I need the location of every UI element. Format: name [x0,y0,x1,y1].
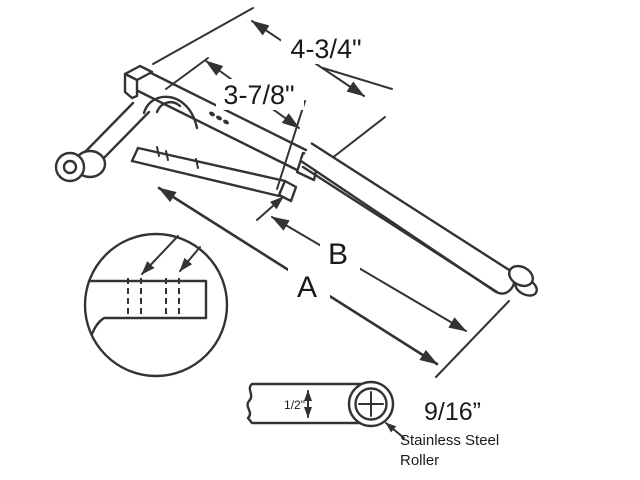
roller-leader-arrow [385,422,405,439]
rail-bottom-edge [126,84,303,174]
extension-line-left-long [152,7,254,65]
crank-shaft-upper-line [84,101,135,153]
gear-housing-inner-line [155,100,182,114]
bracket-left-edge [130,146,140,163]
label-mask [281,33,373,64]
rail-left-block-side [123,72,139,100]
crank-knob-inner [62,159,78,175]
detail-circle [83,232,229,378]
slot-pointer-arrow [179,246,201,272]
label-mask [216,79,304,110]
crank-knob-outer [54,151,86,183]
slot-pointer-arrow [141,235,179,275]
bracket-slot-mark [165,150,169,161]
bracket-slot-mark [156,146,160,157]
gear-housing-outline [142,95,199,130]
roller-detail-inner-circle [354,387,388,421]
extension-line-steep-1 [276,100,306,190]
worm-gear-tooth [223,119,229,125]
extension-line-roller-end [435,300,510,378]
arm-section-bar [246,382,367,425]
extension-line-right-top [322,67,393,90]
arm-roller-top [507,264,535,288]
bracket-top-edge [136,146,287,183]
dimension-3-7-8-label: 3-7/8" [223,80,294,110]
worm-gear-tooth [209,111,215,117]
detail-bracket-bar [87,279,208,336]
operator-arm-inner-edge [301,165,499,294]
label-mask [288,268,330,304]
stainless-steel-note-line2: Roller [400,452,439,469]
dimension-4-3-4-label: 4-3/4" [290,34,361,64]
crank-shaft-lower-line [97,110,151,165]
worm-gear-tooth [216,115,222,121]
dimension-b-label: B [328,238,348,271]
roller-diameter-label: 9/16” [424,398,481,426]
bracket-bottom-edge [130,159,281,198]
bracket-corner-pointer-arrow [256,196,284,221]
bracket-slot-mark [195,158,199,169]
dimension-a-label: A [297,271,317,304]
half-inch-label: 1/2" [284,398,305,412]
stainless-steel-note-line1: Stainless Steel [400,432,499,449]
